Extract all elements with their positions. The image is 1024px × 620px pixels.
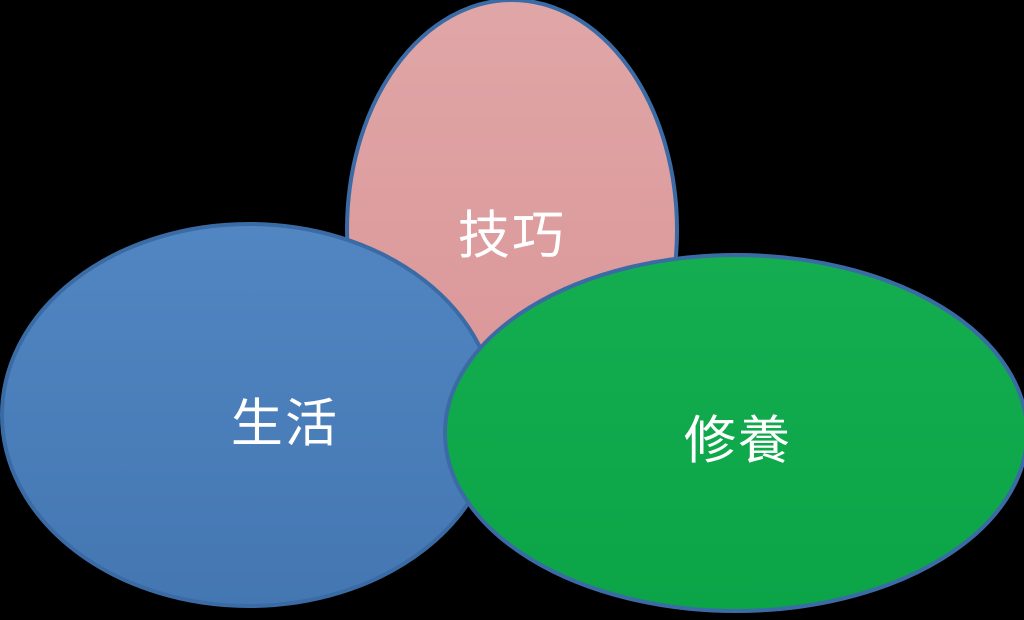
venn-label-life: 生活 — [231, 395, 339, 455]
venn-label-cultivation: 修養 — [684, 412, 792, 472]
venn-set-cultivation[interactable] — [443, 253, 1024, 613]
ellipse-cultivation[interactable] — [443, 253, 1024, 613]
venn-label-skills: 技巧 — [458, 207, 566, 267]
